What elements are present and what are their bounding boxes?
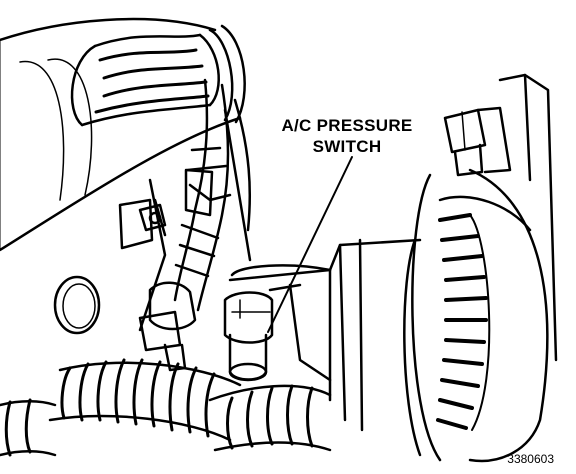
side-bracket — [498, 73, 558, 362]
grommet — [53, 275, 101, 335]
mounting-bolt — [443, 106, 512, 177]
callout-label-line1: A/C PRESSURE — [281, 116, 413, 135]
callout-leader — [267, 156, 353, 333]
ac-pressure-switch — [223, 291, 274, 382]
pulley-clutch — [403, 168, 549, 463]
compressor-housing — [228, 238, 422, 432]
connector-plug — [138, 281, 197, 372]
corrugated-hose — [0, 358, 332, 457]
callout-label-line2: SWITCH — [312, 137, 382, 156]
wiring-harness — [173, 78, 252, 312]
clip-bolt — [138, 203, 167, 232]
figure-number: 3380603 — [507, 452, 554, 466]
upper-pipe — [0, 17, 246, 252]
